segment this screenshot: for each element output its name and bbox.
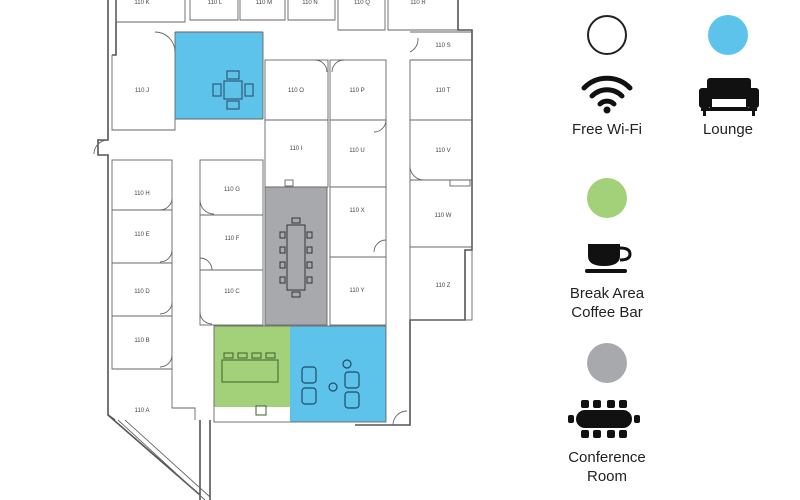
room-label-110g: 110 G xyxy=(224,187,240,193)
room-label-110o: 110 O xyxy=(288,88,304,94)
lounge-seating-furniture xyxy=(301,359,360,409)
top-row-rooms xyxy=(111,0,472,131)
room-labels: 110 K 110 L 110 M 110 N 110 Q 110 R 110 … xyxy=(134,0,452,414)
room-label-110j: 110 J xyxy=(135,88,149,94)
room-label-110v: 110 V xyxy=(435,148,450,154)
room-label-110k: 110 K xyxy=(134,0,149,6)
room-label-110u: 110 U xyxy=(349,148,365,154)
sofa-icon xyxy=(699,78,759,116)
break-area-legend-circle xyxy=(587,178,627,218)
conference-room-zone[interactable] xyxy=(265,187,327,325)
lounge-legend-circle xyxy=(708,15,748,55)
room-label-110d: 110 D xyxy=(134,289,150,295)
lounge-chairs-icon xyxy=(212,70,254,110)
room-label-110t: 110 T xyxy=(436,88,451,94)
conference-legend-label: Conference Room xyxy=(568,449,646,485)
room-label-110b: 110 B xyxy=(134,338,149,344)
room-label-110l: 110 L xyxy=(208,0,223,6)
conference-legend-circle xyxy=(587,343,627,383)
room-label-110e: 110 E xyxy=(134,232,149,238)
room-label-110h: 110 H xyxy=(134,191,150,197)
room-label-110z: 110 Z xyxy=(436,283,451,289)
room-label-110x: 110 X xyxy=(349,208,364,214)
room-label-110y: 110 Y xyxy=(349,288,364,294)
break-area-zone[interactable] xyxy=(214,326,290,407)
wifi-legend-label: Free Wi-Fi xyxy=(572,121,642,138)
room-label-110r: 110 R xyxy=(410,0,426,6)
room-label-110f: 110 F xyxy=(225,236,240,242)
break-table-furniture xyxy=(221,352,279,416)
room-label-110w: 110 W xyxy=(435,213,452,219)
lounge-zone-top[interactable] xyxy=(175,32,263,119)
lounge-zone-bottom[interactable] xyxy=(290,326,386,422)
floor-plan: 110 K 110 L 110 M 110 N 110 Q 110 R 110 … xyxy=(93,0,473,500)
room-label-110m: 110 M xyxy=(256,0,272,6)
break-area-legend-label: Break Area Coffee Bar xyxy=(569,285,645,321)
wifi-legend-circle xyxy=(587,15,627,55)
room-label-110q: 110 Q xyxy=(354,0,370,6)
wifi-icon xyxy=(581,75,633,114)
lounge-legend-label: Lounge xyxy=(702,121,754,138)
conference-table-icon xyxy=(568,400,640,438)
room-label-110i: 110 I xyxy=(290,146,303,152)
room-label-110s: 110 S xyxy=(435,43,450,49)
room-label-110p: 110 P xyxy=(349,88,364,94)
center-rooms xyxy=(111,59,473,423)
room-label-110a: 110 A xyxy=(135,408,150,414)
coffee-cup-icon xyxy=(585,244,632,273)
door-swings xyxy=(93,31,425,426)
room-label-110n: 110 N xyxy=(302,0,318,6)
conference-table-furniture xyxy=(279,217,313,298)
room-label-110c: 110 C xyxy=(224,289,240,295)
